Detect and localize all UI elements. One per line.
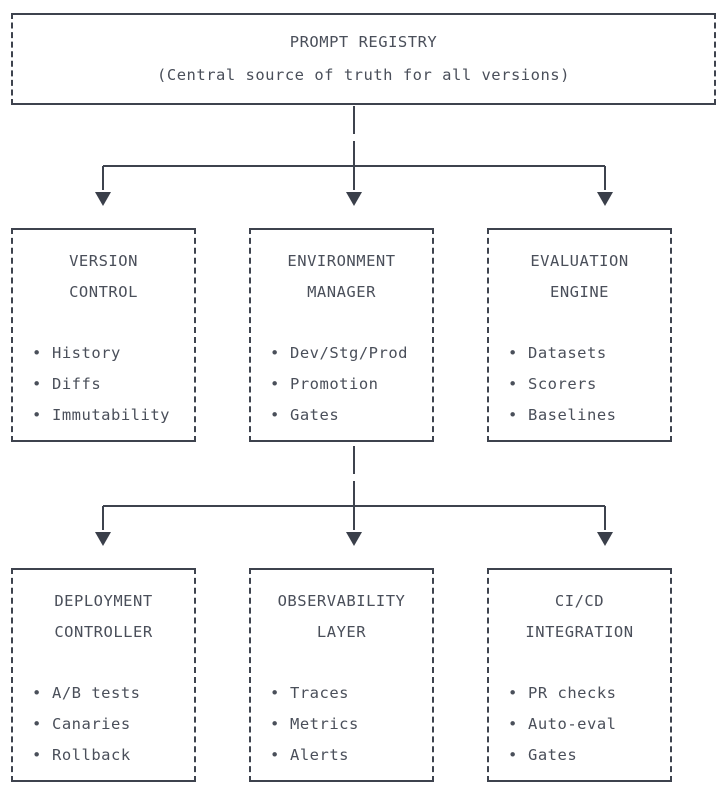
node-title: OBSERVABILITY LAYER bbox=[251, 586, 432, 648]
arrowhead-top-2 bbox=[346, 192, 362, 206]
list-item-label: PR checks bbox=[528, 684, 617, 702]
node-title: EVALUATION ENGINE bbox=[489, 246, 670, 308]
bullet-icon: • bbox=[32, 344, 42, 362]
list-item-label: Datasets bbox=[528, 344, 607, 362]
node-cicd-integration[interactable]: CI/CD INTEGRATION • PR checks • Auto-eval … bbox=[487, 568, 672, 782]
list-item-label: Auto-eval bbox=[528, 715, 617, 733]
list-item: • Gates bbox=[270, 400, 432, 431]
list-item-label: Gates bbox=[290, 406, 340, 424]
list-item: • Alerts bbox=[270, 740, 432, 771]
root-subtitle: (Central source of truth for all version… bbox=[157, 66, 570, 84]
node-evaluation-engine[interactable]: EVALUATION ENGINE • Datasets • Scorers • Ba… bbox=[487, 228, 672, 442]
bullet-icon: • bbox=[508, 684, 518, 702]
bullet-icon: • bbox=[270, 746, 280, 764]
list-item: • Diffs bbox=[32, 369, 194, 400]
root-title: PROMPT REGISTRY bbox=[289, 33, 438, 51]
list-item: • Baselines bbox=[508, 400, 670, 431]
node-title-line1: ENVIRONMENT bbox=[287, 252, 396, 270]
bullet-icon: • bbox=[32, 684, 42, 702]
bullet-icon: • bbox=[508, 344, 518, 362]
list-item-label: Rollback bbox=[52, 746, 131, 764]
node-title: CI/CD INTEGRATION bbox=[489, 586, 670, 648]
list-item: • History bbox=[32, 338, 194, 369]
list-item: • Metrics bbox=[270, 709, 432, 740]
list-item-label: Immutability bbox=[52, 406, 170, 424]
bullet-icon: • bbox=[508, 746, 518, 764]
list-item: • Scorers bbox=[508, 369, 670, 400]
node-version-control[interactable]: VERSION CONTROL • History • Diffs • Immutab… bbox=[11, 228, 196, 442]
list-item-label: Scorers bbox=[528, 375, 597, 393]
node-bullet-list: • PR checks • Auto-eval • Gates bbox=[489, 678, 670, 771]
arrowhead-top-1 bbox=[95, 192, 111, 206]
node-bullet-list: • History • Diffs • Immutability bbox=[13, 338, 194, 431]
node-bullet-list: • Dev/Stg/Prod • Promotion • Gates bbox=[251, 338, 432, 431]
list-item-label: Canaries bbox=[52, 715, 131, 733]
list-item: • A/B tests bbox=[32, 678, 194, 709]
list-item-label: History bbox=[52, 344, 121, 362]
list-item-label: Gates bbox=[528, 746, 578, 764]
node-title-line2: MANAGER bbox=[307, 283, 376, 301]
node-content: OBSERVABILITY LAYER • Traces • Metrics • Al… bbox=[251, 586, 432, 771]
list-item: • Rollback bbox=[32, 740, 194, 771]
node-content: ENVIRONMENT MANAGER • Dev/Stg/Prod • Promo… bbox=[251, 246, 432, 431]
list-item-label: Traces bbox=[290, 684, 349, 702]
node-title: ENVIRONMENT MANAGER bbox=[251, 246, 432, 308]
list-item: • Datasets bbox=[508, 338, 670, 369]
node-title-line1: CI/CD bbox=[554, 592, 605, 610]
bullet-icon: • bbox=[508, 715, 518, 733]
list-item: • Auto-eval bbox=[508, 709, 670, 740]
arrowhead-bottom-3 bbox=[597, 532, 613, 546]
bullet-icon: • bbox=[32, 406, 42, 424]
list-item: • PR checks bbox=[508, 678, 670, 709]
bullet-icon: • bbox=[270, 406, 280, 424]
bullet-icon: • bbox=[508, 375, 518, 393]
node-title-line1: VERSION bbox=[69, 252, 138, 270]
node-title-line2: CONTROL bbox=[69, 283, 138, 301]
node-content: VERSION CONTROL • History • Diffs • Immutab… bbox=[13, 246, 194, 431]
node-title-line2: ENGINE bbox=[550, 283, 609, 301]
node-deployment-controller[interactable]: DEPLOYMENT CONTROLLER • A/B tests • Canari… bbox=[11, 568, 196, 782]
node-title: DEPLOYMENT CONTROLLER bbox=[13, 586, 194, 648]
node-content: EVALUATION ENGINE • Datasets • Scorers • Ba… bbox=[489, 246, 670, 431]
bullet-icon: • bbox=[270, 715, 280, 733]
node-environment-manager[interactable]: ENVIRONMENT MANAGER • Dev/Stg/Prod • Promo… bbox=[249, 228, 434, 442]
node-content: DEPLOYMENT CONTROLLER • A/B tests • Canari… bbox=[13, 586, 194, 771]
node-content: CI/CD INTEGRATION • PR checks • Auto-eval … bbox=[489, 586, 670, 771]
arrowhead-top-3 bbox=[597, 192, 613, 206]
node-bullet-list: • Traces • Metrics • Alerts bbox=[251, 678, 432, 771]
node-title-line1: EVALUATION bbox=[530, 252, 629, 270]
list-item-label: Dev/Stg/Prod bbox=[290, 344, 408, 362]
arrowhead-bottom-2 bbox=[346, 532, 362, 546]
list-item-label: Promotion bbox=[290, 375, 379, 393]
node-bullet-list: • Datasets • Scorers • Baselines bbox=[489, 338, 670, 431]
list-item: • Traces bbox=[270, 678, 432, 709]
list-item-label: Alerts bbox=[290, 746, 349, 764]
list-item-label: Diffs bbox=[52, 375, 102, 393]
list-item-label: Baselines bbox=[528, 406, 617, 424]
list-item-label: A/B tests bbox=[52, 684, 141, 702]
bullet-icon: • bbox=[508, 406, 518, 424]
node-title-line1: OBSERVABILITY bbox=[277, 592, 406, 610]
list-item: • Dev/Stg/Prod bbox=[270, 338, 432, 369]
arrowhead-bottom-1 bbox=[95, 532, 111, 546]
bullet-icon: • bbox=[32, 715, 42, 733]
node-observability-layer[interactable]: OBSERVABILITY LAYER • Traces • Metrics • Al… bbox=[249, 568, 434, 782]
node-title: VERSION CONTROL bbox=[13, 246, 194, 308]
list-item: • Promotion bbox=[270, 369, 432, 400]
bullet-icon: • bbox=[270, 375, 280, 393]
bullet-icon: • bbox=[32, 746, 42, 764]
bullet-icon: • bbox=[32, 375, 42, 393]
node-bullet-list: • A/B tests • Canaries • Rollback bbox=[13, 678, 194, 771]
list-item-label: Metrics bbox=[290, 715, 359, 733]
node-title-line2: LAYER bbox=[316, 623, 367, 641]
list-item: • Immutability bbox=[32, 400, 194, 431]
bullet-icon: • bbox=[270, 684, 280, 702]
node-title-line2: CONTROLLER bbox=[54, 623, 153, 641]
node-prompt-registry[interactable]: PROMPT REGISTRY (Central source of truth… bbox=[11, 13, 716, 105]
bullet-icon: • bbox=[270, 344, 280, 362]
node-title-line1: DEPLOYMENT bbox=[54, 592, 153, 610]
list-item: • Gates bbox=[508, 740, 670, 771]
node-title-line2: INTEGRATION bbox=[525, 623, 634, 641]
list-item: • Canaries bbox=[32, 709, 194, 740]
